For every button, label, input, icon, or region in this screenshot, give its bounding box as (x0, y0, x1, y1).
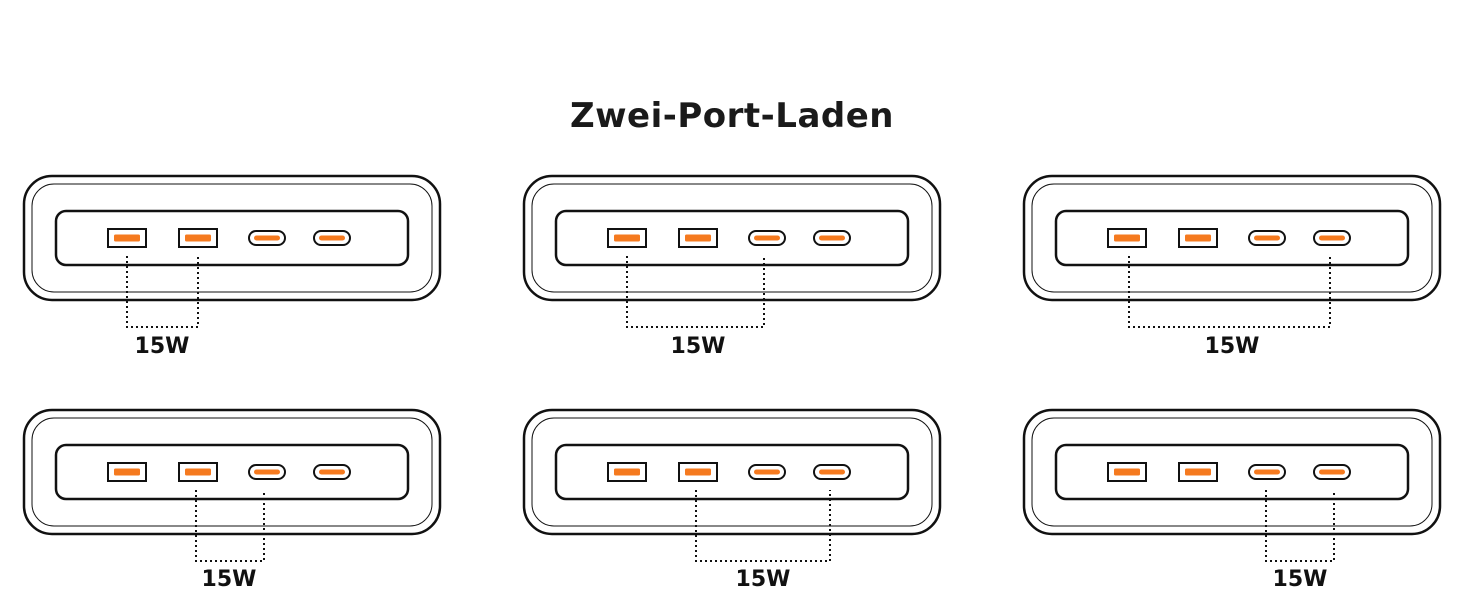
usb-c-port-2 (1313, 230, 1351, 246)
port-panel (1054, 209, 1410, 267)
connection-bracket (195, 490, 265, 562)
usb-a-port-2 (1178, 228, 1218, 248)
usb-a-port-1 (607, 228, 647, 248)
power-label: 15W (736, 567, 791, 592)
usb-a-port-2 (178, 462, 218, 482)
usb-a-port-2 (1178, 462, 1218, 482)
usb-c-port-2 (813, 464, 851, 480)
port-panel (54, 443, 410, 501)
usb-a-port-2 (678, 462, 718, 482)
power-bank-config-1: 15W (22, 174, 442, 359)
usb-c-port-1 (1248, 230, 1286, 246)
port-panel (554, 209, 910, 267)
usb-a-port-1 (607, 462, 647, 482)
power-bank-inner-bezel (531, 183, 933, 293)
power-bank-config-5: 15W (522, 408, 942, 592)
power-bank-inner-bezel (31, 183, 433, 293)
usb-a-port-1 (107, 228, 147, 248)
power-label: 15W (1205, 334, 1260, 359)
connection-bracket (1128, 256, 1331, 328)
usb-c-port-1 (748, 230, 786, 246)
power-label: 15W (1273, 567, 1328, 592)
usb-a-port-2 (178, 228, 218, 248)
power-bank-config-3: 15W (1022, 174, 1442, 359)
power-bank-inner-bezel (1031, 417, 1433, 527)
connection-bracket (695, 490, 831, 562)
usb-c-port-2 (313, 464, 351, 480)
usb-c-port-1 (248, 230, 286, 246)
power-label: 15W (202, 567, 257, 592)
power-bank-inner-bezel (1031, 183, 1433, 293)
power-bank-inner-bezel (31, 417, 433, 527)
page-title: Zwei-Port-Laden (569, 96, 894, 136)
usb-c-port-2 (813, 230, 851, 246)
connection-bracket (126, 256, 199, 328)
usb-c-port-1 (1248, 464, 1286, 480)
power-bank-inner-bezel (531, 417, 933, 527)
usb-a-port-1 (1107, 462, 1147, 482)
port-panel (54, 209, 410, 267)
usb-c-port-2 (1313, 464, 1351, 480)
port-panel (554, 443, 910, 501)
usb-c-port-1 (248, 464, 286, 480)
connection-bracket (1265, 490, 1335, 562)
power-label: 15W (135, 334, 190, 359)
usb-c-port-2 (313, 230, 351, 246)
port-panel (1054, 443, 1410, 501)
usb-a-port-1 (1107, 228, 1147, 248)
usb-a-port-1 (107, 462, 147, 482)
power-bank-config-6: 15W (1022, 408, 1442, 592)
connection-bracket (626, 256, 765, 328)
power-bank-config-2: 15W (522, 174, 942, 359)
usb-a-port-2 (678, 228, 718, 248)
usb-c-port-1 (748, 464, 786, 480)
power-label: 15W (671, 334, 726, 359)
power-bank-config-4: 15W (22, 408, 442, 592)
